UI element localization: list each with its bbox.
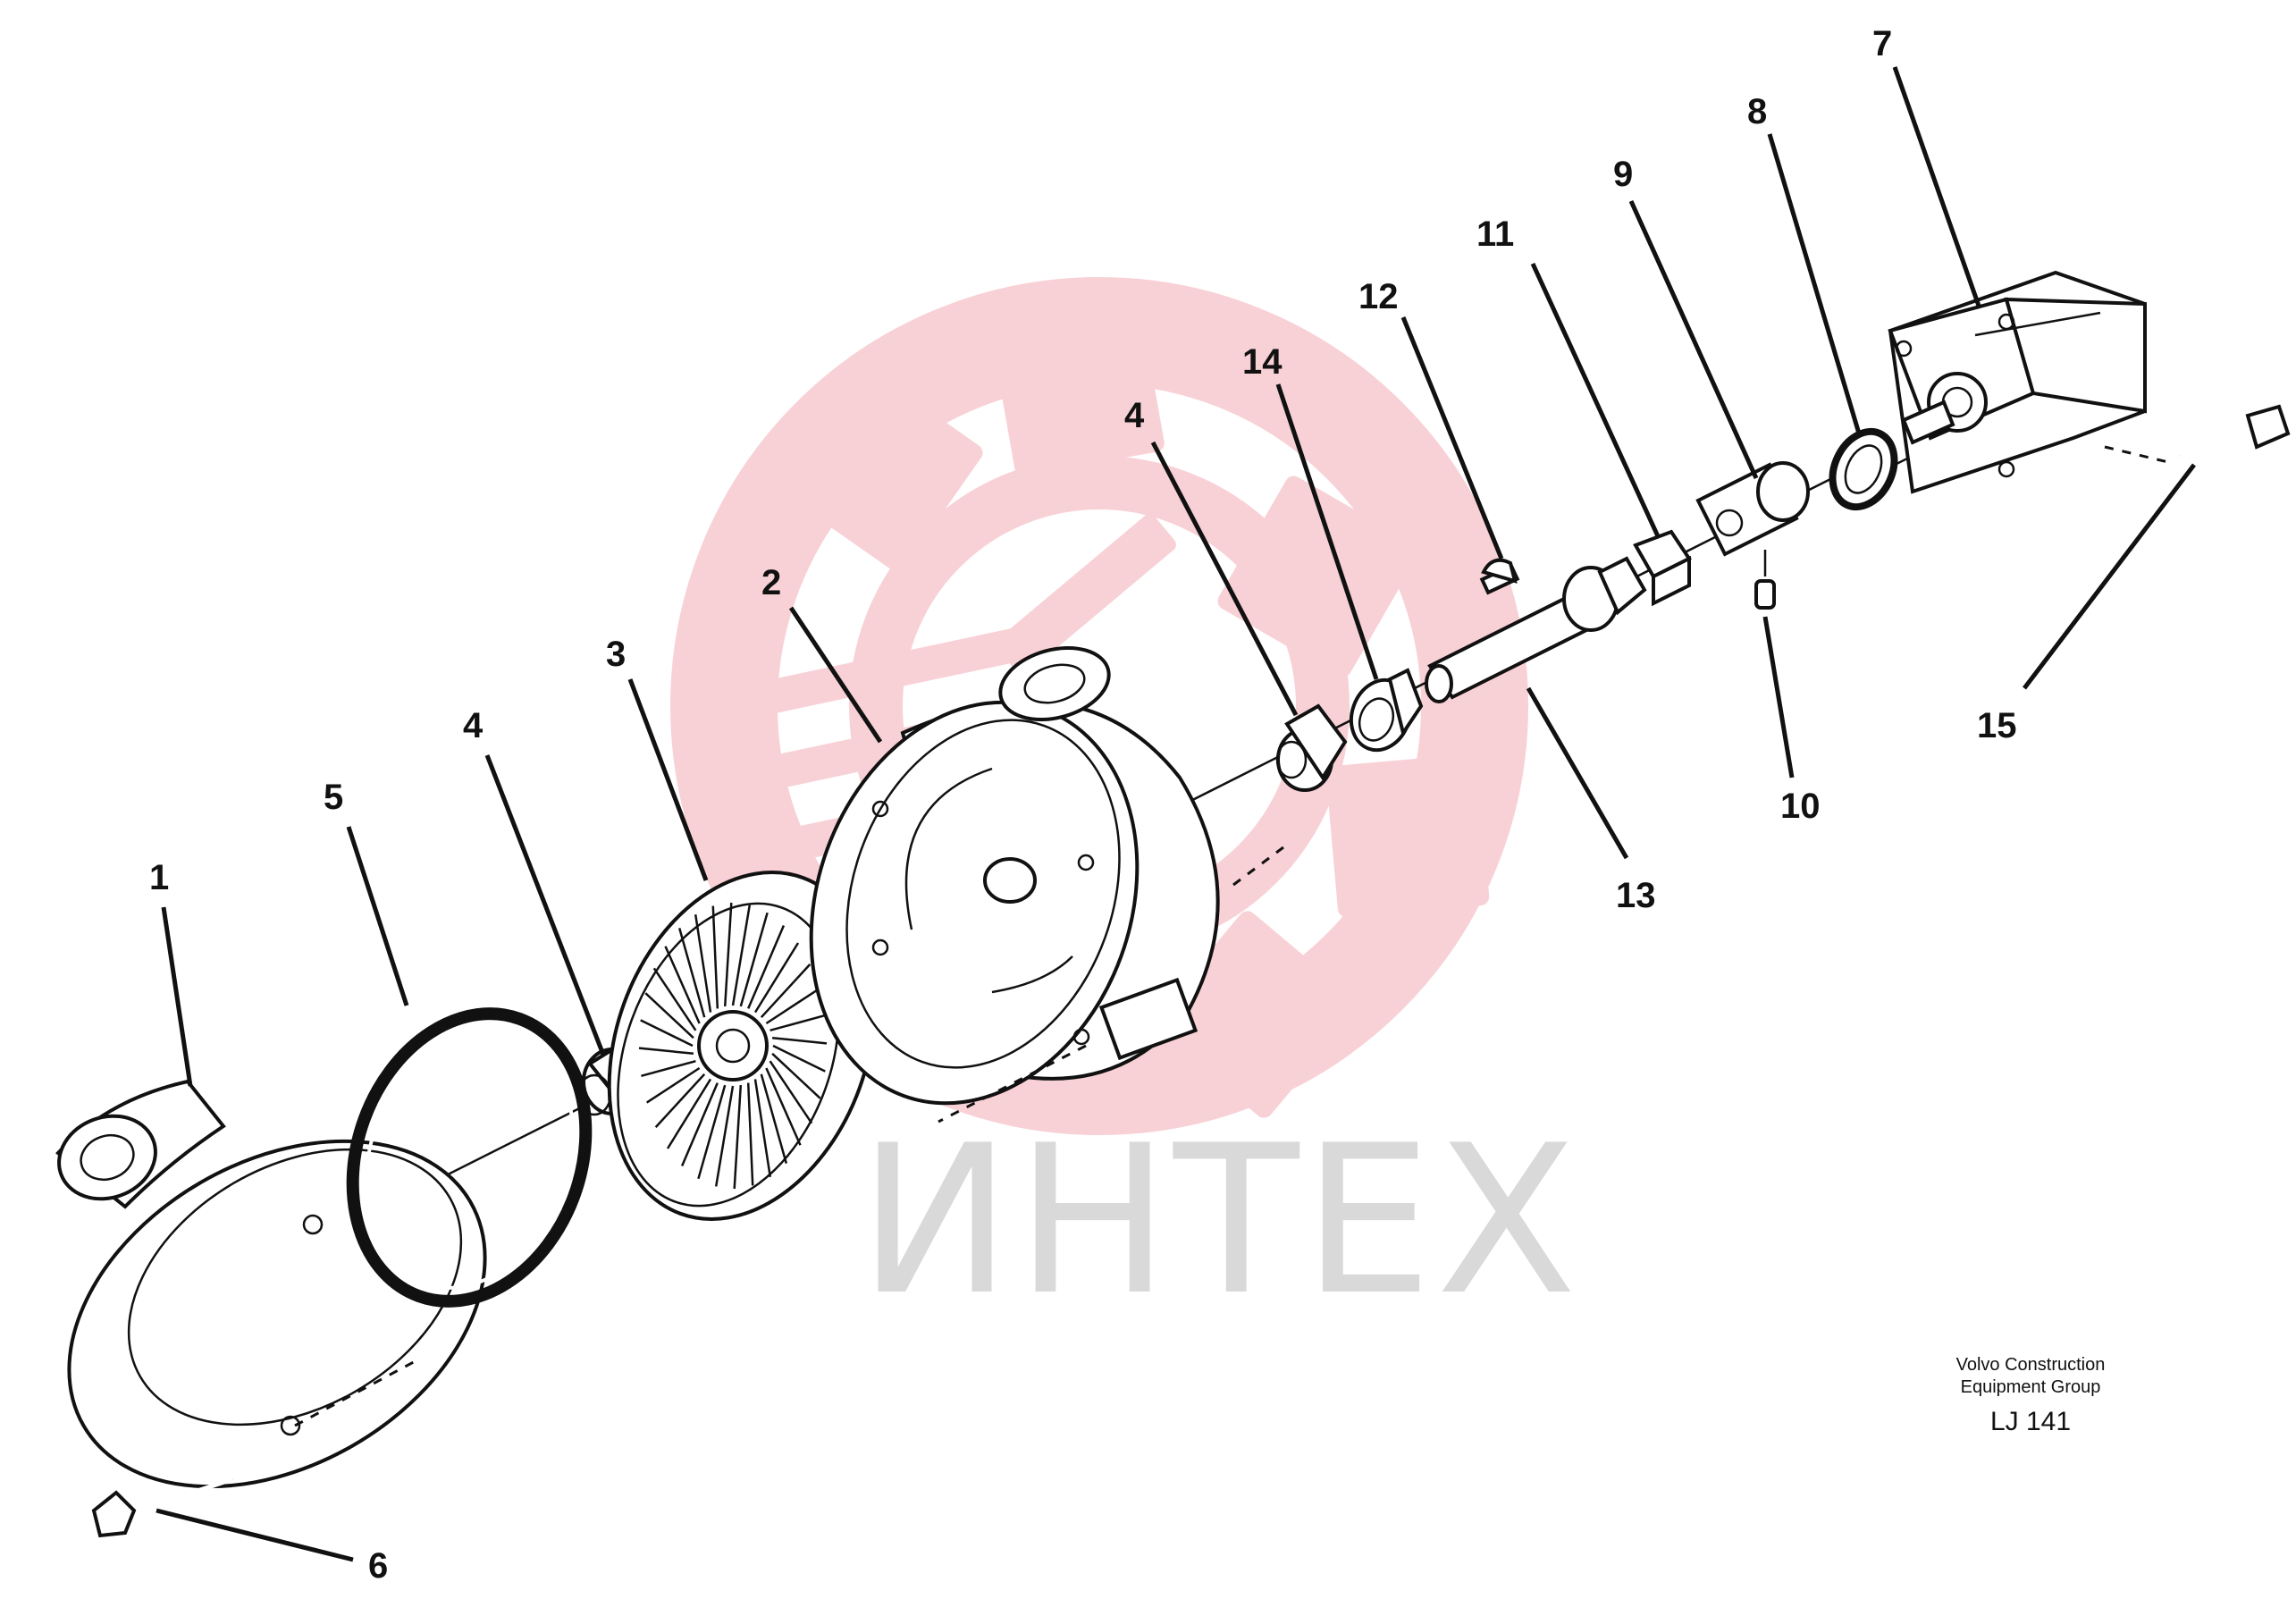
leader-4-lower bbox=[484, 754, 606, 1056]
impeller-vane bbox=[765, 988, 820, 1025]
impeller-vane bbox=[641, 1059, 696, 1078]
impeller-vane bbox=[771, 1036, 828, 1045]
impeller-vane bbox=[753, 1079, 772, 1177]
impeller bbox=[607, 871, 877, 1221]
motor bbox=[1888, 270, 2173, 494]
callout-9: 9 bbox=[1613, 155, 1633, 194]
impeller-vane bbox=[680, 1082, 719, 1166]
impeller-vane bbox=[664, 946, 701, 1024]
impeller-vane bbox=[765, 1067, 802, 1146]
pump-cover bbox=[55, 1079, 487, 1489]
impeller-vane bbox=[654, 1073, 706, 1128]
impeller-vane bbox=[677, 928, 706, 1018]
callout-4-upper: 4 bbox=[1124, 396, 1145, 435]
impeller-vane bbox=[652, 967, 697, 1031]
impeller-vane bbox=[739, 912, 769, 1007]
leader-5 bbox=[346, 826, 409, 1006]
impeller-vane bbox=[753, 942, 800, 1014]
impeller-vane bbox=[646, 1066, 701, 1104]
callout-8: 8 bbox=[1747, 92, 1767, 131]
impeller-vane bbox=[731, 905, 752, 1006]
callout-10: 10 bbox=[1780, 787, 1821, 826]
impeller-vane bbox=[769, 1060, 813, 1124]
seal-ring bbox=[1829, 427, 1898, 511]
callout-14: 14 bbox=[1242, 342, 1283, 382]
impeller-vane bbox=[666, 1078, 712, 1149]
leader-14 bbox=[1275, 383, 1379, 680]
callout-12: 12 bbox=[1358, 277, 1399, 316]
set-screw bbox=[1754, 550, 1776, 610]
leader-8 bbox=[1767, 133, 1862, 434]
callout-7: 7 bbox=[1872, 24, 1892, 63]
impeller-vane bbox=[694, 914, 712, 1013]
leader-11 bbox=[1530, 262, 1661, 538]
callout-6: 6 bbox=[368, 1546, 388, 1586]
bolt-motor bbox=[2180, 404, 2291, 459]
impeller-vane bbox=[697, 1084, 727, 1180]
callout-11: 11 bbox=[1476, 215, 1514, 254]
impeller-vane bbox=[644, 992, 694, 1039]
leader-lines bbox=[156, 66, 2196, 1562]
callout-13: 13 bbox=[1616, 876, 1656, 915]
callout-5: 5 bbox=[324, 778, 343, 817]
callout-15: 15 bbox=[1977, 706, 2017, 745]
bearing bbox=[1349, 668, 1424, 753]
credit-line-2: Equipment Group bbox=[1961, 1377, 2101, 1397]
impeller-vane bbox=[770, 1014, 825, 1032]
coupling-block bbox=[1633, 529, 1692, 607]
impeller-vane bbox=[760, 964, 812, 1019]
impeller-vane bbox=[771, 1052, 821, 1099]
impeller-vane bbox=[714, 1085, 735, 1187]
leader-9 bbox=[1628, 199, 1759, 480]
leader-12 bbox=[1400, 316, 1504, 560]
o-ring bbox=[346, 1007, 593, 1308]
impeller-vane bbox=[747, 925, 786, 1009]
impeller-vane bbox=[760, 1073, 788, 1164]
callout-2: 2 bbox=[761, 563, 781, 602]
leader-7 bbox=[1892, 66, 1982, 309]
impeller-vane bbox=[711, 905, 719, 1009]
drawing-code: LJ 141 bbox=[1990, 1407, 2071, 1436]
callout-4-lower: 4 bbox=[463, 706, 484, 745]
leader-13 bbox=[1526, 686, 1629, 860]
coupling bbox=[1695, 461, 1810, 557]
leader-15 bbox=[2023, 463, 2196, 690]
leader-2 bbox=[788, 606, 883, 744]
shaft bbox=[1425, 556, 1647, 703]
bolt-cover bbox=[91, 1477, 233, 1538]
leader-3 bbox=[627, 678, 709, 881]
impeller-vane bbox=[733, 1085, 743, 1190]
leader-10 bbox=[1762, 616, 1795, 778]
credit-line-1: Volvo Construction bbox=[1956, 1355, 2106, 1375]
leader-1 bbox=[161, 906, 193, 1087]
callout-numbers: 1 2 3 4 4 5 6 7 8 9 10 11 12 13 14 15 bbox=[149, 24, 2017, 1586]
callout-1: 1 bbox=[149, 858, 169, 897]
impeller-vane bbox=[640, 1019, 694, 1048]
impeller-vane bbox=[772, 1044, 826, 1073]
credit-block: Volvo Construction Equipment Group LJ 14… bbox=[1956, 1355, 2106, 1436]
leader-6 bbox=[156, 1508, 354, 1562]
watermark-text: ИНТЕХ bbox=[858, 1102, 1580, 1341]
leader-4-upper bbox=[1150, 441, 1299, 717]
impeller-vane bbox=[746, 1082, 754, 1186]
callout-3: 3 bbox=[606, 635, 626, 674]
bushing-upper bbox=[1275, 703, 1348, 792]
key bbox=[1481, 558, 1518, 584]
pump-housing bbox=[809, 645, 1288, 1124]
impeller-vane bbox=[638, 1047, 694, 1056]
impeller-vane bbox=[723, 902, 733, 1006]
